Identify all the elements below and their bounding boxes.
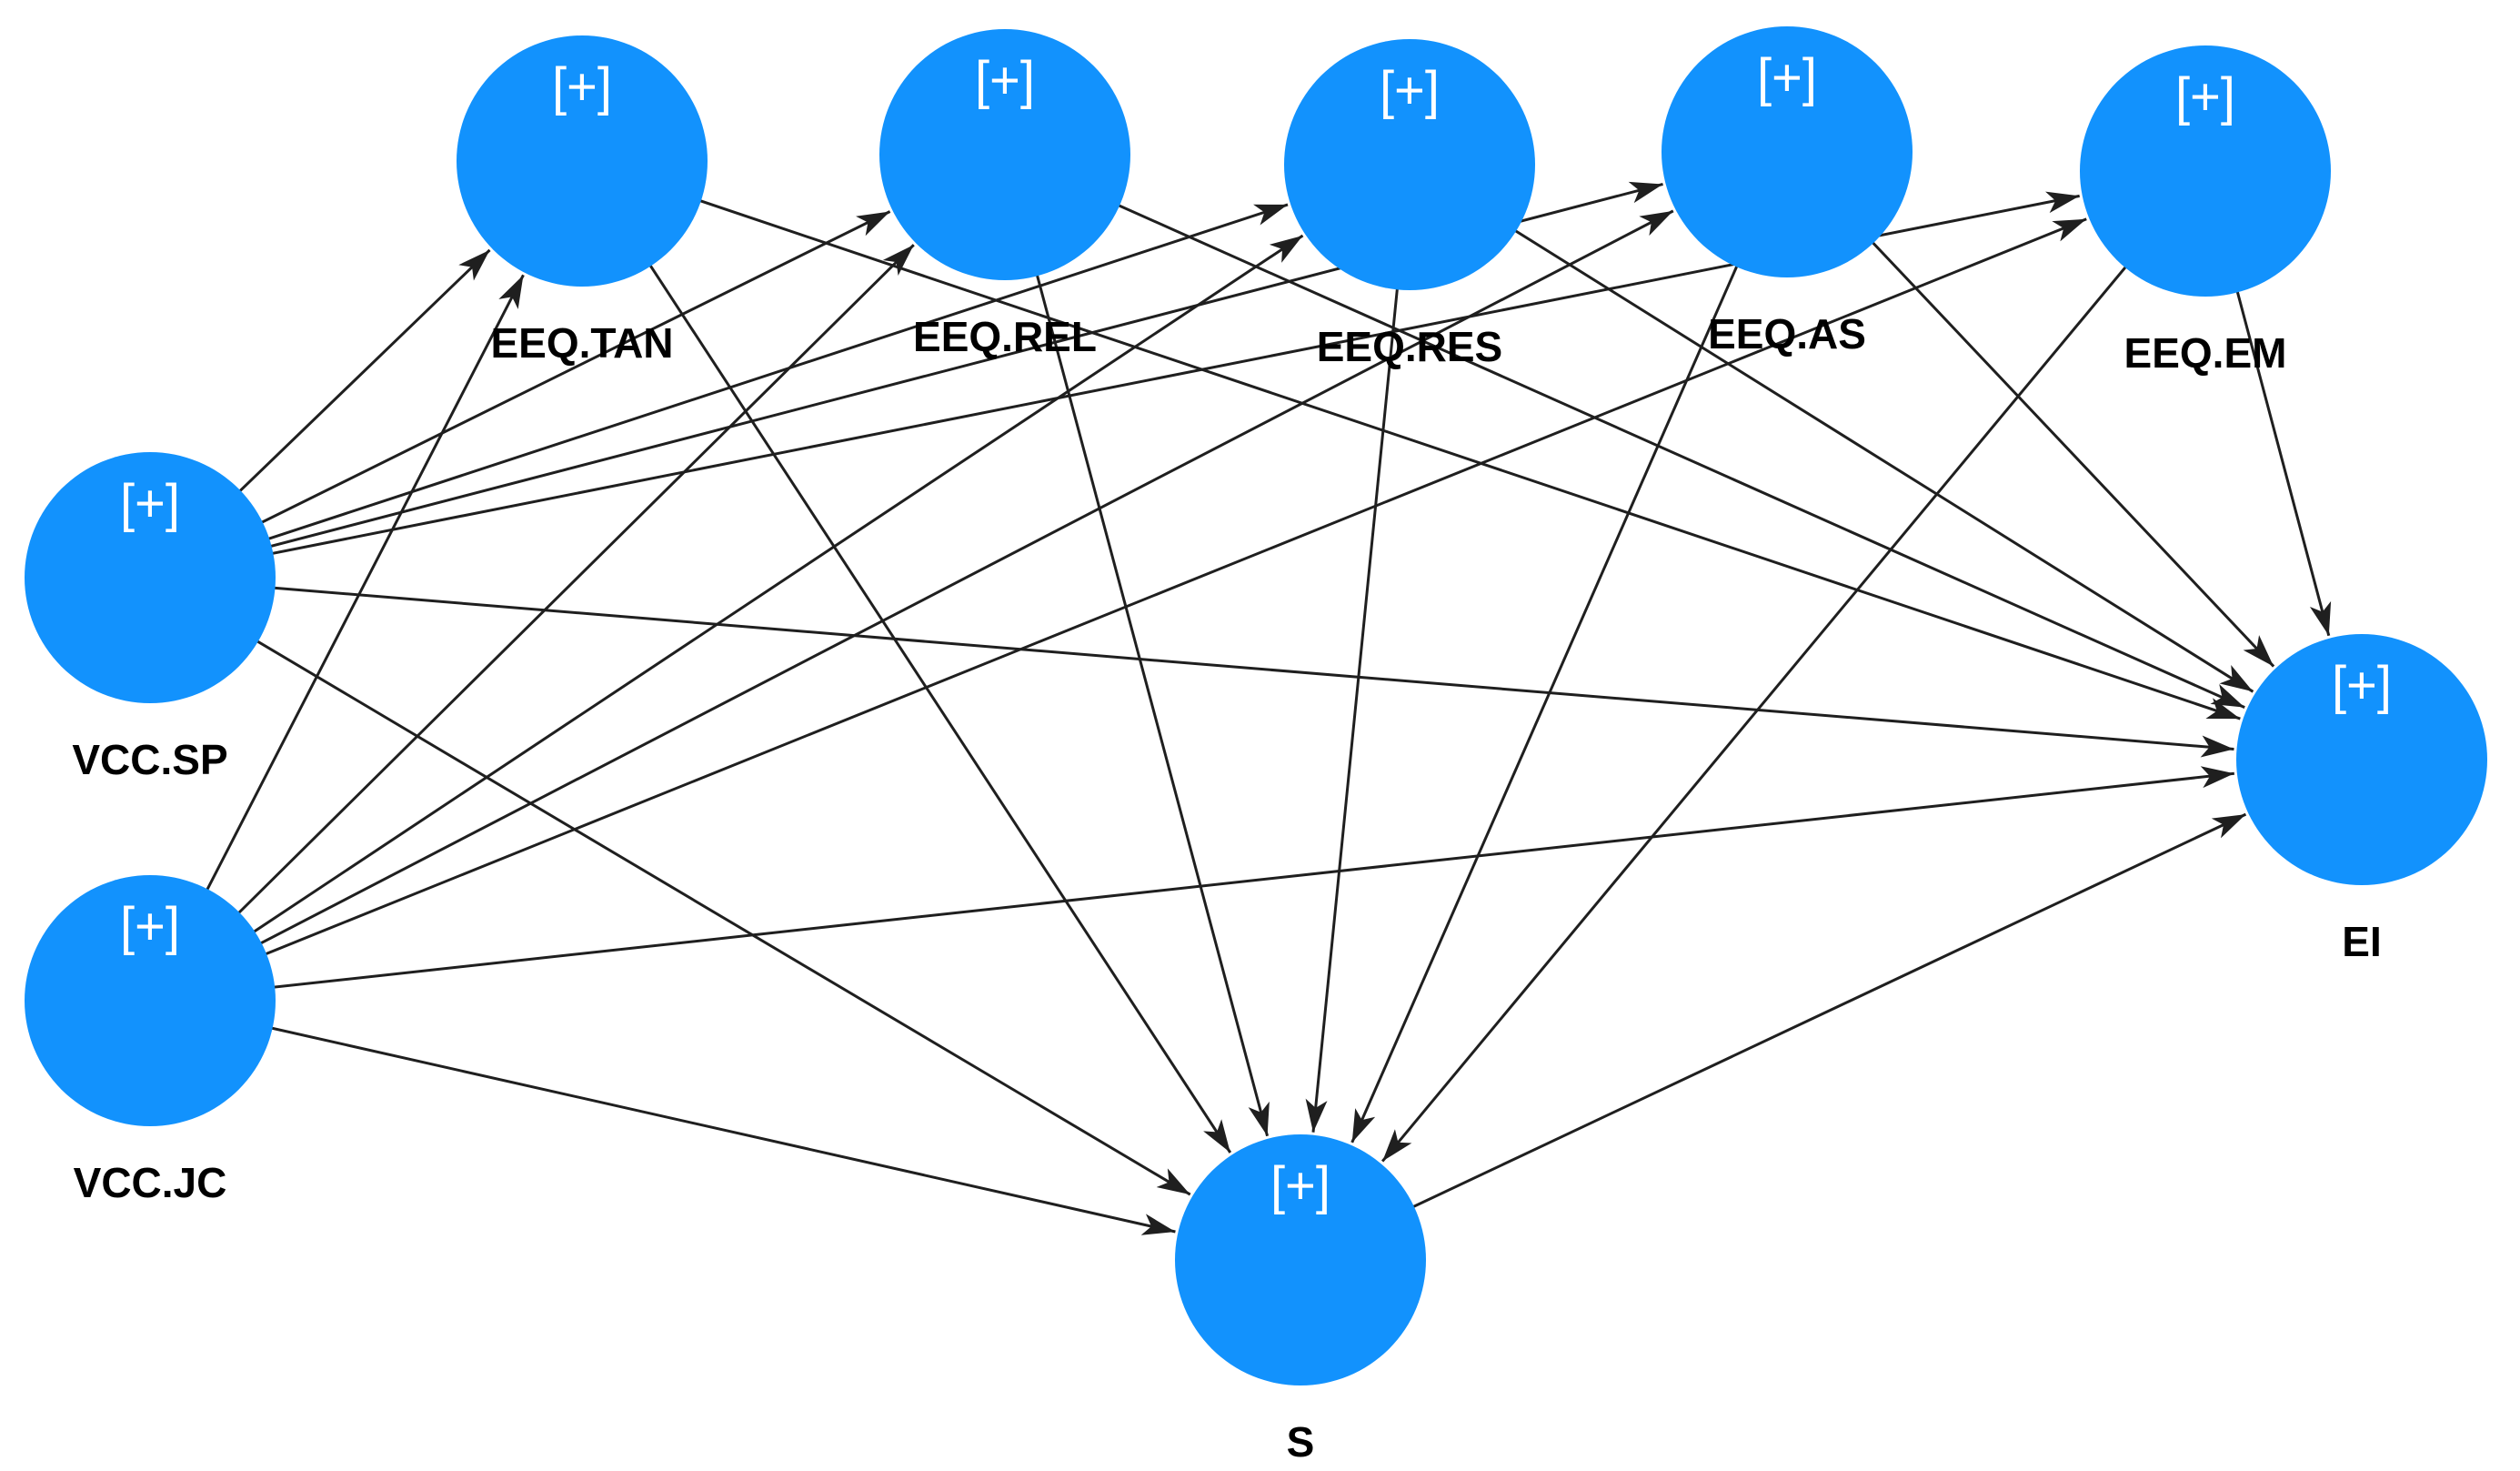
path-arrow-VCC.JC-to-S [149, 999, 1176, 1235]
node-label-EEQ.REL: EEQ.REL [913, 313, 1097, 360]
latent-variable-node-EEQ.TAN[interactable]: [+] EEQ.TAN [457, 35, 708, 367]
path-arrow-EEQ.TAN-to-S [580, 160, 1232, 1154]
expand-indicators-badge-EEQ.TAN[interactable]: [+] [552, 57, 612, 116]
node-circle-VCC.SP[interactable] [25, 452, 276, 703]
node-label-EEQ.TAN: EEQ.TAN [490, 319, 673, 367]
expand-indicators-badge-VCC.SP[interactable]: [+] [120, 474, 180, 533]
path-arrow-S-to-EI [1300, 812, 2247, 1262]
path-arrow-EEQ.TAN-to-EI [581, 159, 2241, 720]
latent-variable-node-EEQ.AS[interactable]: [+] EEQ.AS [1662, 26, 1913, 358]
expand-indicators-badge-EEQ.EM[interactable]: [+] [2175, 67, 2235, 126]
path-arrow-VCC.SP-to-S [149, 576, 1191, 1196]
node-label-S: S [1287, 1418, 1315, 1466]
node-label-EEQ.AS: EEQ.AS [1708, 310, 1866, 358]
expand-indicators-badge-VCC.JC[interactable]: [+] [120, 897, 180, 956]
path-arrow-VCC.JC-to-EEQ.AS [149, 209, 1674, 1002]
node-circle-VCC.JC[interactable] [25, 875, 276, 1126]
latent-variable-node-EEQ.EM[interactable]: [+] EEQ.EM [2080, 45, 2331, 377]
latent-variable-node-S[interactable]: [+] S [1175, 1134, 1426, 1466]
node-circle-EEQ.EM[interactable] [2080, 45, 2331, 297]
path-arrow-EEQ.REL-to-EI [1004, 153, 2245, 709]
expand-indicators-badge-EI[interactable]: [+] [2332, 656, 2392, 715]
path-arrow-EEQ.EM-to-S [1380, 170, 2207, 1163]
nodes-layer: [+]EEQ.TAN[+]EEQ.REL[+]EEQ.RES[+]EEQ.AS[… [25, 26, 2487, 1466]
expand-indicators-badge-S[interactable]: [+] [1270, 1156, 1330, 1215]
path-arrow-EEQ.AS-to-S [1350, 151, 1789, 1144]
latent-variable-node-EEQ.RES[interactable]: [+] EEQ.RES [1284, 39, 1535, 370]
path-arrow-EEQ.REL-to-S [1003, 154, 1270, 1137]
latent-variable-node-EI[interactable]: [+] EI [2236, 634, 2487, 965]
node-circle-EEQ.REL[interactable] [879, 29, 1130, 280]
node-circle-EEQ.RES[interactable] [1284, 39, 1535, 290]
path-arrow-VCC.JC-to-EEQ.EM [149, 217, 2087, 1002]
path-arrow-VCC.SP-to-EEQ.RES [149, 203, 1289, 579]
node-label-EI: EI [2342, 918, 2381, 965]
path-arrow-VCC.JC-to-EEQ.REL [148, 244, 915, 1002]
node-label-EEQ.EM: EEQ.EM [2124, 329, 2287, 377]
expand-indicators-badge-EEQ.AS[interactable]: [+] [1757, 48, 1817, 107]
expand-indicators-badge-EEQ.RES[interactable]: [+] [1380, 61, 1440, 120]
node-label-EEQ.RES: EEQ.RES [1317, 323, 1503, 370]
path-arrow-VCC.JC-to-EI [149, 766, 2234, 1002]
path-arrow-VCC.SP-to-EI [149, 576, 2234, 758]
node-label-VCC.SP: VCC.SP [72, 736, 227, 783]
node-circle-EI[interactable] [2236, 634, 2487, 885]
latent-variable-node-VCC.JC[interactable]: [+] VCC.JC [25, 875, 276, 1206]
path-arrow-EEQ.RES-to-EI [1409, 163, 2254, 693]
path-arrow-VCC.SP-to-EEQ.REL [149, 210, 891, 579]
node-circle-EEQ.AS[interactable] [1662, 26, 1913, 277]
node-circle-EEQ.TAN[interactable] [457, 35, 708, 287]
path-arrow-VCC.JC-to-EEQ.RES [149, 234, 1304, 1002]
node-label-VCC.JC: VCC.JC [74, 1159, 227, 1206]
node-circle-S[interactable] [1175, 1134, 1426, 1385]
latent-variable-node-EEQ.REL[interactable]: [+] EEQ.REL [879, 29, 1130, 360]
path-arrow-EEQ.RES-to-S [1305, 164, 1411, 1133]
expand-indicators-badge-EEQ.REL[interactable]: [+] [975, 51, 1035, 110]
path-arrow-VCC.JC-to-EEQ.TAN [148, 274, 525, 1002]
edges-layer [148, 150, 2332, 1262]
latent-variable-node-VCC.SP[interactable]: [+] VCC.SP [25, 452, 276, 783]
